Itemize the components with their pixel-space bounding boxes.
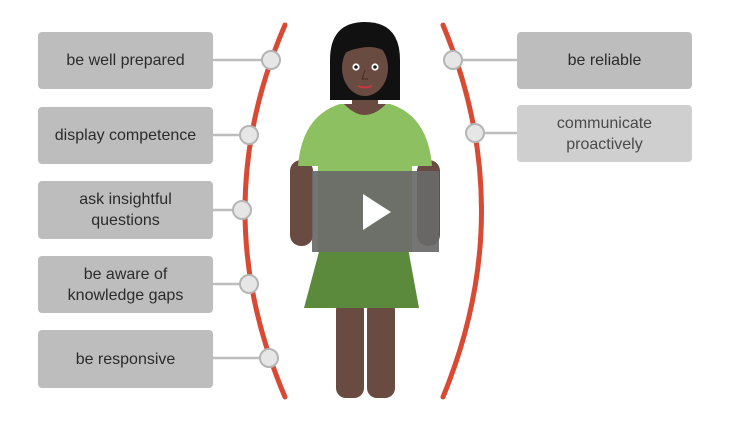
node-circle [443, 50, 463, 70]
node-circle [232, 200, 252, 220]
node-circle [239, 274, 259, 294]
label-be-reliable: be reliable [517, 32, 692, 89]
node-circle [465, 123, 485, 143]
node-circle [239, 125, 259, 145]
play-icon [362, 193, 391, 230]
label-ask-insightful-questions: ask insightful questions [38, 181, 213, 239]
label-communicate-proactively: communicate proactively [517, 105, 692, 162]
right-connectors [453, 58, 517, 135]
arc-nodes [232, 50, 485, 368]
play-button[interactable] [312, 171, 439, 252]
label-be-well-prepared: be well prepared [38, 32, 213, 89]
label-be-aware-of-knowledge-gaps: be aware of knowledge gaps [38, 256, 213, 313]
label-be-responsive: be responsive [38, 330, 213, 388]
node-circle [259, 348, 279, 368]
right-arc [440, 22, 484, 400]
node-circle [261, 50, 281, 70]
label-display-competence: display competence [38, 107, 213, 164]
